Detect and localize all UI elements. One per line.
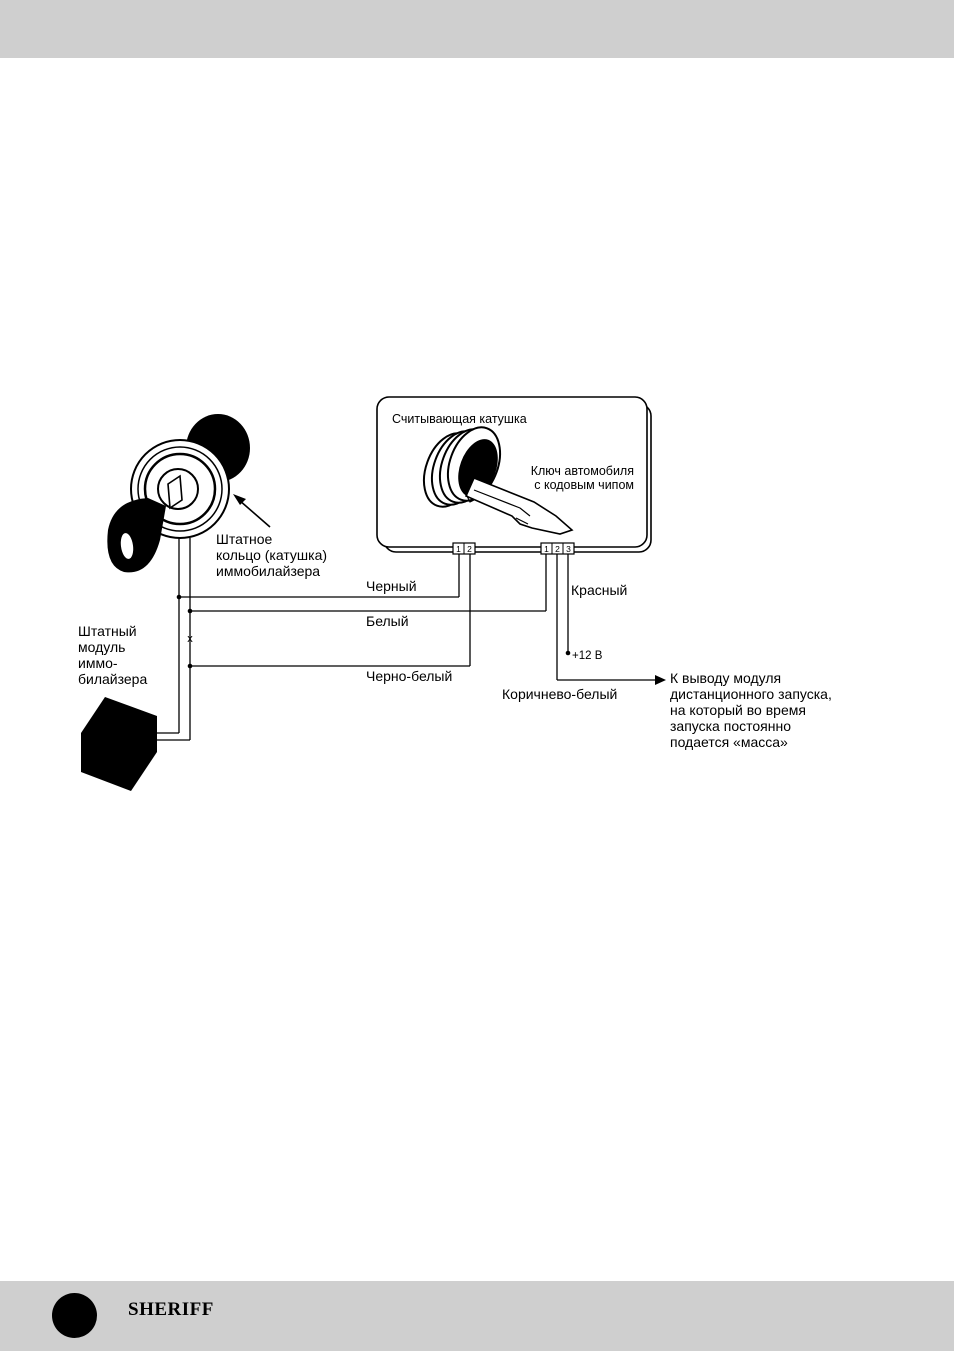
junction-dot [188,664,193,669]
car-key-label-line2: с кодовым чипом [534,478,634,492]
output-label-line5: подается «масса» [670,734,788,750]
module-label-line4: билайзера [78,671,147,687]
ring-label-line1: Штатное [216,531,272,547]
module-label-line2: модуль [78,639,125,655]
module-label-line3: иммо- [78,655,118,671]
output-label-line2: дистанционного запуска, [670,686,832,702]
junction-dot [188,609,193,614]
ring-pointer-arrow [233,494,270,527]
wire-black-white-label: Черно-белый [366,668,452,684]
connector-a-pin-1: 1 [456,544,461,554]
wire-brown-white-label: Коричнево-белый [502,686,617,702]
output-label-line4: запуска постоянно [670,718,791,734]
ignition-key-head-icon [107,498,166,572]
wire-white-label: Белый [366,613,409,629]
output-arrow-head [655,675,666,685]
output-label-line3: на который во время [670,702,806,718]
module-label-line1: Штатный [78,623,137,639]
wire-black-label: Черный [366,578,417,594]
output-label-line1: К выводу модуля [670,670,781,686]
junction-dot [177,595,182,600]
car-key-label-line1: Ключ автомобиля [531,464,634,478]
reader-coil-title: Считывающая катушка [392,412,527,426]
wire-red-label: Красный [571,582,627,598]
connector-b-pin-2: 2 [555,544,560,554]
ring-label-line2: кольцо (катушка) [216,547,327,563]
page-marker-dot [52,1293,97,1338]
cut-mark: x [187,633,193,645]
connector-b-pin-3: 3 [566,544,571,554]
brand-logo: SHERIFF [128,1299,214,1321]
connector-a-pin-2: 2 [467,544,472,554]
ring-label-line3: иммобилайзера [216,563,320,579]
junction-dot [566,651,571,656]
connector-b-pin-1: 1 [544,544,549,554]
plus12v-label: +12 В [572,650,603,662]
immobilizer-module-icon [81,697,157,791]
